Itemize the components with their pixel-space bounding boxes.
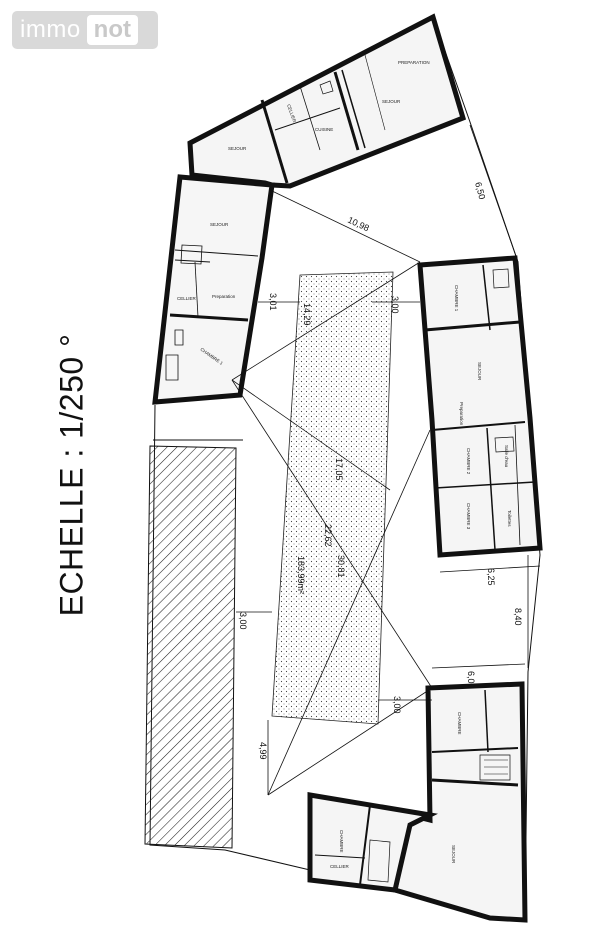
room-top-cellier: CELLIER — [286, 104, 297, 124]
dim-label-d12: 8,40 — [513, 608, 523, 626]
logo-word-not: not — [86, 15, 138, 45]
dim-label-d14: 3,00 — [392, 696, 402, 714]
building-right — [417, 255, 543, 558]
room-right-preparation: Preparation — [459, 402, 464, 426]
dim-label-d1: 10,98 — [346, 215, 371, 234]
dim-label-d7: 183,99m² — [296, 556, 306, 594]
room-left-preparation: Preparation — [212, 294, 236, 299]
dimension-lines — [231, 124, 541, 796]
building-left — [152, 174, 275, 405]
dim-label-d6: 17,05 — [334, 458, 344, 481]
room-br-chambre: CHAMBRE — [457, 712, 462, 735]
dim-label-d10: 6,25 — [486, 568, 496, 586]
room-bl-chambre: CHAMBRE — [339, 830, 344, 853]
room-top-preparation: PREPARATION — [398, 60, 430, 65]
room-left-cellier: CELLIER — [177, 296, 197, 301]
room-top-sejour-left: SEJOUR — [228, 146, 247, 151]
room-right-chambre2: CHAMBRE 2 — [466, 448, 471, 475]
dim-label-d15: 4,99 — [258, 742, 268, 760]
room-bl-cellier: CELLIER — [330, 864, 350, 869]
dotted-courtyard — [271, 271, 394, 725]
hatched-area — [144, 445, 237, 849]
logo-word-immo: immo — [20, 16, 81, 43]
room-br-sejour: SEJOUR — [451, 845, 456, 864]
dim-label-d3: 3,01 — [268, 293, 278, 311]
dim-label-d8: 22,62 — [323, 524, 333, 547]
room-right-chambre3: CHAMBRE 3 — [466, 503, 471, 530]
dim-label-d4: 14,29 — [302, 303, 312, 326]
immonot-logo: immo not — [12, 11, 158, 49]
room-right-wc: Toilettes — [507, 510, 512, 527]
room-top-sejour: SEJOUR — [382, 99, 401, 104]
building-bottom-left — [307, 792, 438, 893]
room-right-chambre1: CHAMBRE 1 — [454, 285, 459, 312]
dim-label-d5: 3,00 — [390, 296, 400, 314]
room-right-sdb: Salle d'eau — [504, 445, 509, 468]
room-right-sejour: SEJOUR — [477, 362, 482, 381]
dim-label-d2: 6,50 — [473, 181, 487, 201]
building-top — [187, 13, 467, 189]
dim-label-d9: 30,81 — [336, 555, 346, 578]
dim-label-d11: 3,00 — [238, 612, 248, 630]
room-top-cuisine: CUISINE — [315, 127, 333, 132]
room-left-sejour: SEJOUR — [210, 222, 229, 227]
dim-label-d13: 6,00 — [466, 671, 476, 689]
